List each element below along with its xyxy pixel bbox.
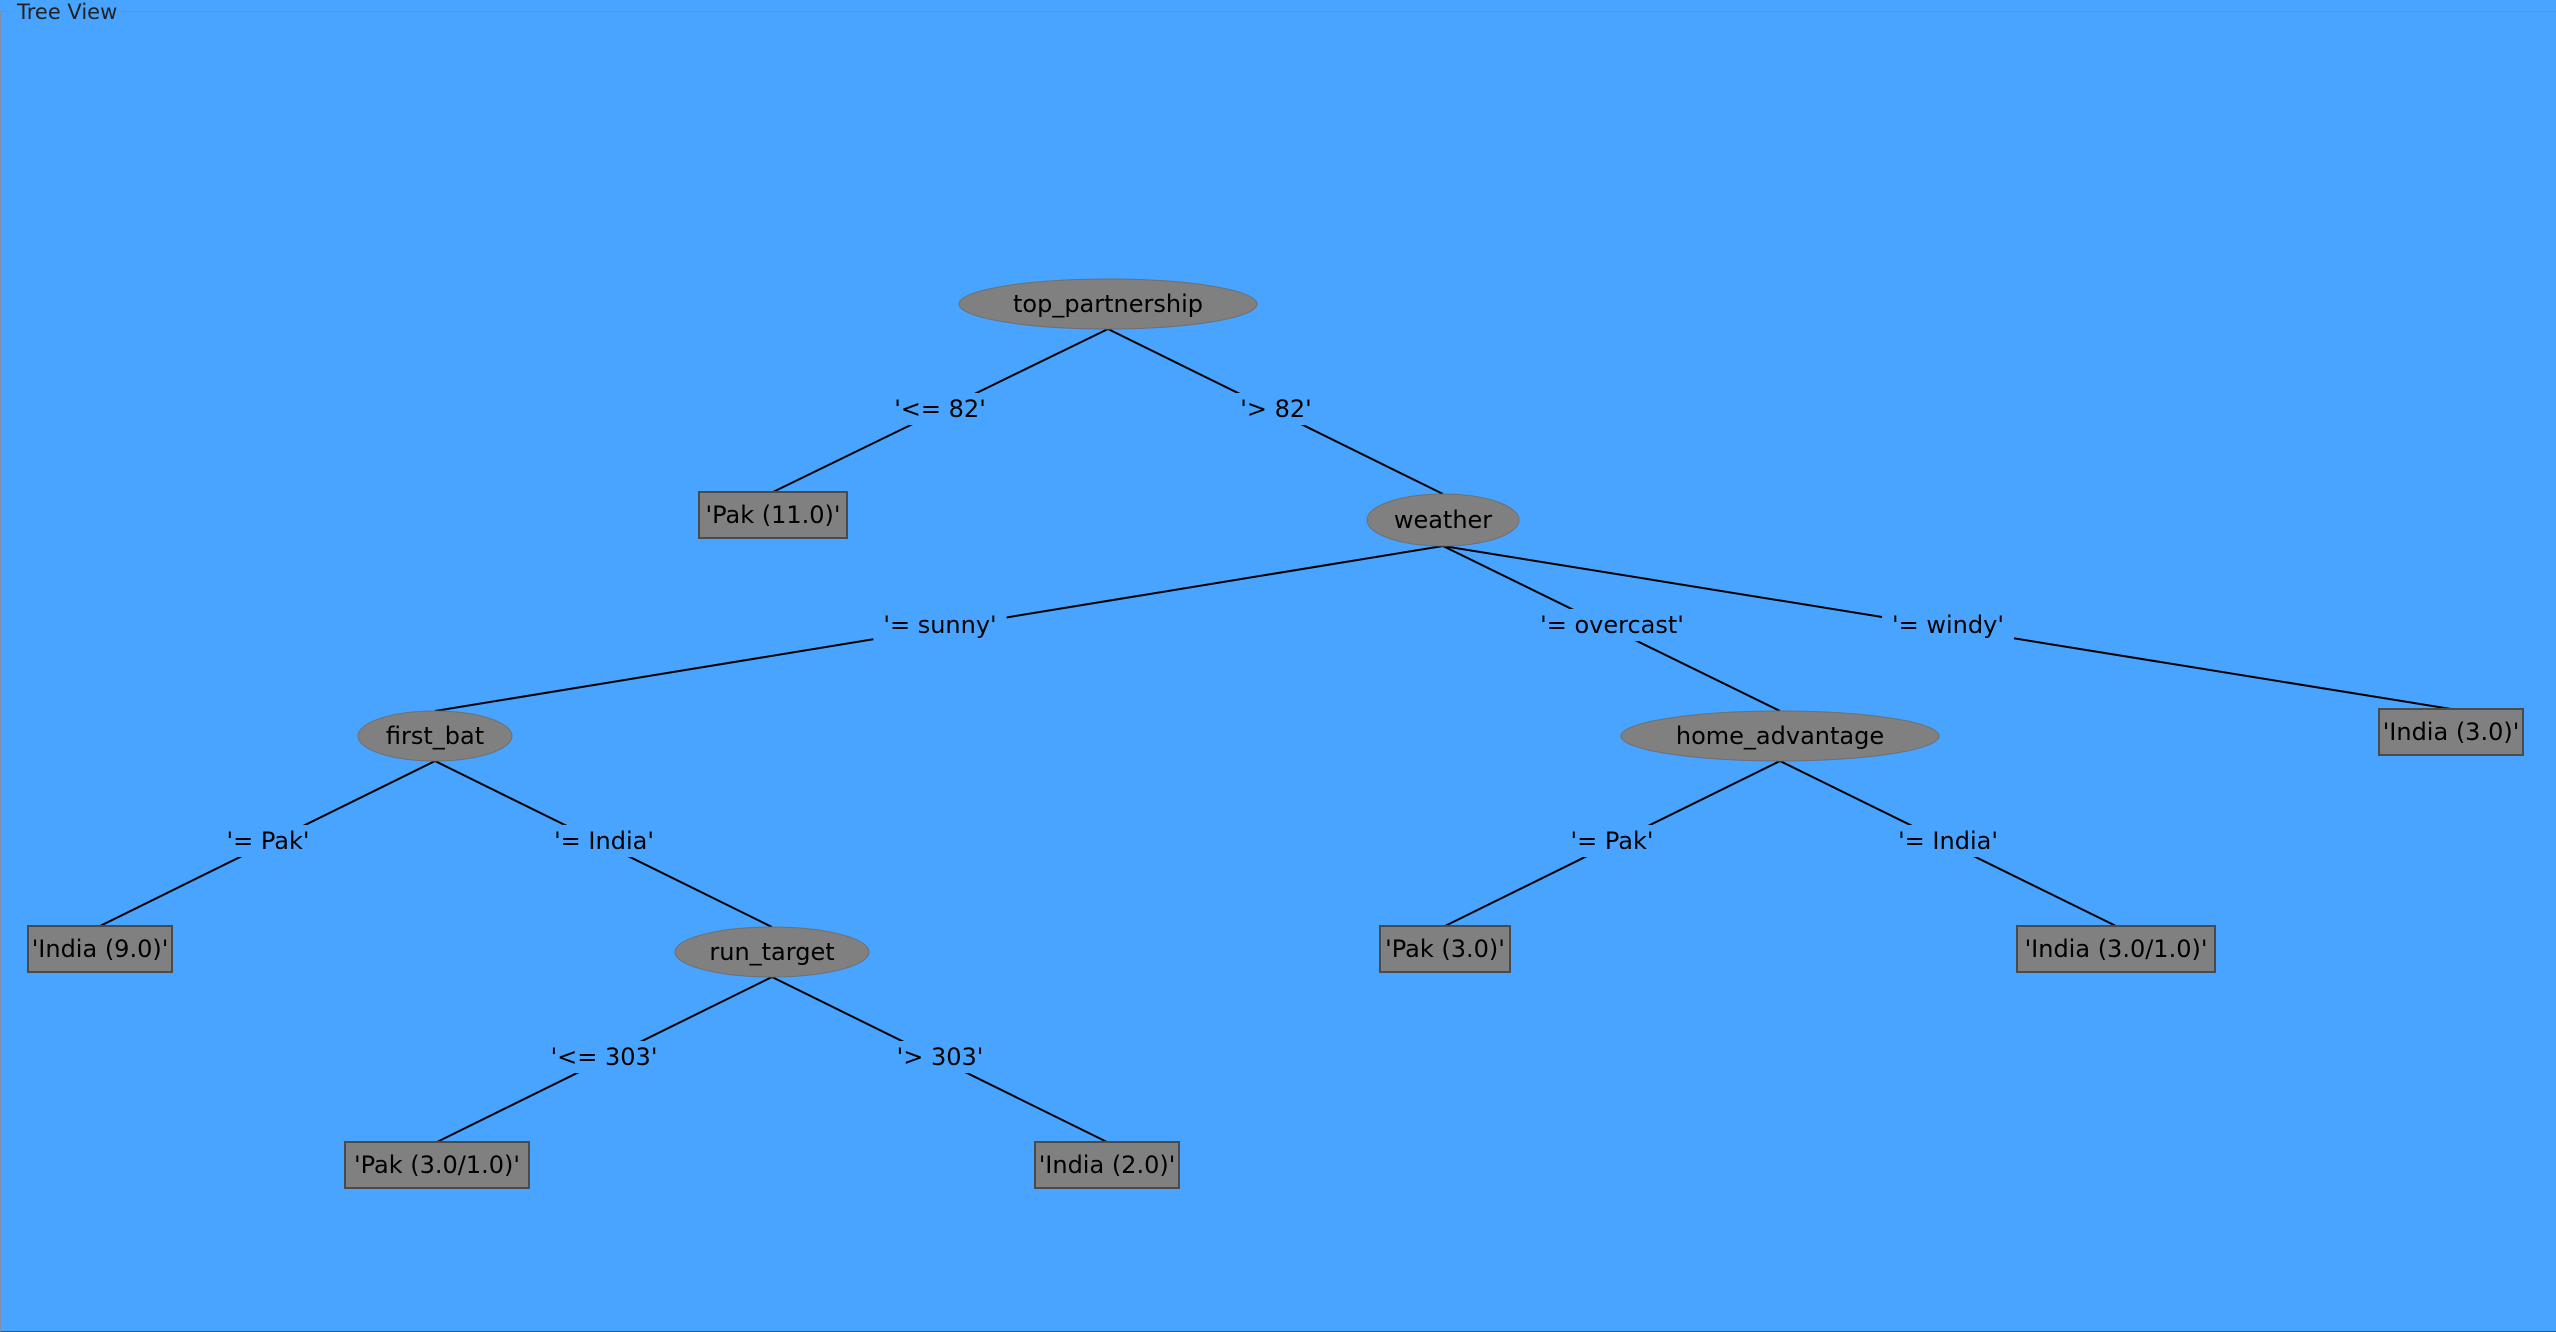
leaf-node-india-2-0[interactable]: 'India (2.0)' xyxy=(1034,1141,1180,1189)
split-node-ellipse xyxy=(357,710,513,762)
split-node-ellipse xyxy=(958,278,1258,330)
edge-label-sunny-2: '= sunny' xyxy=(873,609,1007,641)
edge-label-82-0: '<= 82' xyxy=(884,393,996,425)
edge-label-india-6: '= India' xyxy=(544,825,664,857)
edge-label-background xyxy=(216,825,320,857)
edge-label-background xyxy=(540,1041,668,1073)
edge-label-pak-7: '= Pak' xyxy=(1560,825,1664,857)
edge-label-text: '= Pak' xyxy=(1571,827,1654,855)
edge-label-pak-5: '= Pak' xyxy=(216,825,320,857)
leaf-node-pak-3-0[interactable]: 'Pak (3.0)' xyxy=(1379,925,1511,973)
leaf-box xyxy=(344,1141,530,1189)
edge-label-background xyxy=(1530,609,1694,641)
leaf-label: 'Pak (11.0)' xyxy=(706,501,841,529)
split-node-first-bat[interactable]: first_bat xyxy=(357,710,513,762)
leaf-node-pak-11-0[interactable]: 'Pak (11.0)' xyxy=(698,491,848,539)
leaf-box xyxy=(2016,925,2216,973)
edge-label-background xyxy=(1888,825,2008,857)
leaf-box xyxy=(698,491,848,539)
edge-label-windy-4: '= windy' xyxy=(1882,609,2014,641)
leaf-box xyxy=(1379,925,1511,973)
leaf-label: 'India (3.0)' xyxy=(2383,718,2520,746)
split-node-label: home_advantage xyxy=(1676,722,1884,750)
edge-label-text: '<= 303' xyxy=(551,1043,658,1071)
edge-label-background xyxy=(884,393,996,425)
split-node-ellipse xyxy=(674,926,870,978)
edge-label-background xyxy=(1560,825,1664,857)
leaf-node-india-3-0[interactable]: 'India (3.0)' xyxy=(2378,708,2524,756)
edge-label-text: '= Pak' xyxy=(227,827,310,855)
split-node-top-partnership[interactable]: top_partnership xyxy=(958,278,1258,330)
edge-label-text: '= sunny' xyxy=(883,611,996,639)
leaf-node-pak-3-0-1-0[interactable]: 'Pak (3.0/1.0)' xyxy=(344,1141,530,1189)
split-node-label: top_partnership xyxy=(1013,290,1203,318)
edge-label-text: '<= 82' xyxy=(894,395,986,423)
leaf-box xyxy=(1034,1141,1180,1189)
split-node-ellipse xyxy=(1366,493,1520,547)
edge-label-303-10: '> 303' xyxy=(886,1041,994,1073)
split-node-label: weather xyxy=(1394,506,1492,534)
panel-title: Tree View xyxy=(13,0,122,25)
leaf-node-india-3-0-1-0[interactable]: 'India (3.0/1.0)' xyxy=(2016,925,2216,973)
edge-label-background xyxy=(544,825,664,857)
edge-label-82-1: '> 82' xyxy=(1230,393,1322,425)
leaf-box xyxy=(2378,708,2524,756)
edge-label-overcast-3: '= overcast' xyxy=(1530,609,1694,641)
edge-label-background xyxy=(1230,393,1322,425)
split-node-run-target[interactable]: run_target xyxy=(674,926,870,978)
edge-label-text: '> 303' xyxy=(897,1043,984,1071)
split-node-label: run_target xyxy=(709,938,834,966)
split-node-label: first_bat xyxy=(386,722,484,750)
edge-label-india-8: '= India' xyxy=(1888,825,2008,857)
edge-label-text: '> 82' xyxy=(1240,395,1311,423)
edge-label-text: '= India' xyxy=(1898,827,1998,855)
leaf-label: 'India (3.0/1.0)' xyxy=(2025,935,2208,963)
split-node-ellipse xyxy=(1620,710,1940,762)
edge-label-text: '= windy' xyxy=(1892,611,2004,639)
leaf-label: 'Pak (3.0/1.0)' xyxy=(354,1151,520,1179)
leaf-node-india-9-0[interactable]: 'India (9.0)' xyxy=(27,925,173,973)
leaf-label: 'India (9.0)' xyxy=(32,935,169,963)
edge-label-303-9: '<= 303' xyxy=(540,1041,668,1073)
edge-label-background xyxy=(886,1041,994,1073)
edge-label-background xyxy=(1882,609,2014,641)
split-node-weather[interactable]: weather xyxy=(1366,493,1520,547)
edge-label-text: '= overcast' xyxy=(1540,611,1684,639)
edge-label-text: '= India' xyxy=(554,827,654,855)
leaf-label: 'India (2.0)' xyxy=(1039,1151,1176,1179)
split-node-home-advantage[interactable]: home_advantage xyxy=(1620,710,1940,762)
leaf-label: 'Pak (3.0)' xyxy=(1385,935,1505,963)
leaf-box xyxy=(27,925,173,973)
edge-label-background xyxy=(873,609,1007,641)
